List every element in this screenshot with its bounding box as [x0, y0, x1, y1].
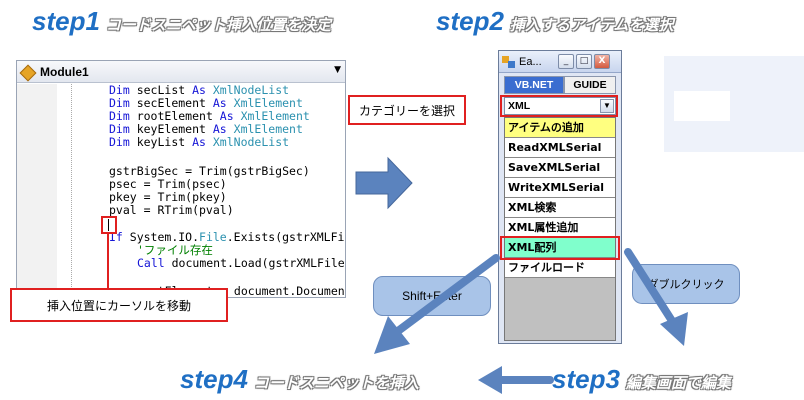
- step2-heading: step2 挿入するアイテムを選択: [436, 6, 673, 37]
- code-line: pkey = Trim(pkey): [109, 190, 227, 204]
- code-line: If System.IO.File.Exists(gstrXMLFil: [109, 230, 346, 244]
- module-selector-bar[interactable]: Module1 ▼: [17, 61, 345, 83]
- code-editor[interactable]: Module1 ▼ Dim secList As XmlNodeList Dim…: [16, 60, 346, 298]
- step1-heading: step1 コードスニペット挿入位置を決定: [32, 6, 331, 37]
- insert-arrow-icon: [374, 254, 500, 354]
- code-line: psec = Trim(psec): [109, 177, 227, 191]
- list-item[interactable]: WriteXMLSerial: [505, 178, 615, 198]
- edit-arrow-icon: [624, 248, 688, 346]
- code-comment: 'ファイル存在: [137, 243, 213, 257]
- insert-position-callout: 挿入位置にカーソルを移動: [10, 288, 228, 322]
- module-name: Module1: [40, 64, 89, 79]
- snippet-item-list[interactable]: アイテムの追加 ReadXMLSerial SaveXMLSerial Writ…: [504, 117, 616, 341]
- snippet-tool-window[interactable]: Ea... _ □ X VB.NET GUIDE XML ▼ アイテムの追加 R…: [498, 50, 622, 344]
- background-panel-inset: [674, 91, 730, 121]
- insert-position-label: 挿入位置にカーソルを移動: [46, 298, 191, 313]
- category-highlight-box: [500, 95, 618, 117]
- minimize-button[interactable]: _: [558, 54, 574, 69]
- tab-vbnet[interactable]: VB.NET: [504, 76, 564, 94]
- step4-number: step4: [180, 364, 248, 394]
- list-item-selected[interactable]: XML配列: [505, 238, 615, 258]
- maximize-button[interactable]: □: [576, 54, 592, 69]
- code-line: Dim keyElement As XmlElement: [109, 122, 303, 136]
- list-item[interactable]: SaveXMLSerial: [505, 158, 615, 178]
- cursor-highlight-box: [101, 216, 117, 234]
- tool-title: Ea...: [519, 55, 542, 68]
- code-line: Dim secList As XmlNodeList: [109, 83, 290, 97]
- list-item[interactable]: ファイルロード: [505, 258, 615, 278]
- category-select[interactable]: XML ▼: [504, 97, 616, 115]
- close-button[interactable]: X: [594, 54, 610, 69]
- chevron-down-icon[interactable]: ▼: [334, 65, 341, 75]
- step4-description: コードスニペットを挿入: [253, 374, 419, 392]
- category-value: XML: [508, 100, 531, 112]
- select-category-label: カテゴリーを選択: [358, 103, 455, 118]
- select-category-callout: カテゴリーを選択: [348, 95, 466, 125]
- step4-heading: step4 コードスニペットを挿入: [180, 364, 419, 395]
- code-line: Call document.Load(gstrXMLFileN: [137, 256, 346, 270]
- code-line: Dim keyList As XmlNodeList: [109, 135, 290, 149]
- step2-number: step2: [436, 6, 504, 36]
- step3-number: step3: [552, 364, 620, 394]
- step3-heading: step3 編集画面で編集: [552, 364, 731, 395]
- double-click-label: ダブルクリック: [647, 278, 725, 291]
- tab-guide[interactable]: GUIDE: [564, 76, 616, 94]
- list-item[interactable]: XML検索: [505, 198, 615, 218]
- step3-to-step4-arrow-icon: [478, 366, 554, 394]
- pointer-line: [107, 234, 109, 290]
- text-cursor: [108, 219, 109, 231]
- list-item[interactable]: アイテムの追加: [505, 118, 615, 138]
- code-line: Dim rootElement As XmlElement: [109, 109, 310, 123]
- step3-description: 編集画面で編集: [625, 374, 731, 392]
- module-icon: [21, 65, 37, 79]
- next-step-arrow-icon: [355, 156, 413, 210]
- step1-description: コードスニペット挿入位置を決定: [105, 16, 331, 34]
- app-icon: [502, 55, 516, 68]
- code-line: Dim secElement As XmlElement: [109, 96, 303, 110]
- language-tabs: VB.NET GUIDE: [504, 76, 616, 94]
- step2-description: 挿入するアイテムを選択: [509, 16, 674, 34]
- step1-number: step1: [32, 6, 100, 36]
- item-highlight-box: [500, 236, 620, 260]
- list-item[interactable]: ReadXMLSerial: [505, 138, 615, 158]
- code-line: pval = RTrim(pval): [109, 203, 234, 217]
- outline-guide: [71, 84, 72, 297]
- list-item[interactable]: XML属性追加: [505, 218, 615, 238]
- code-line: gstrBigSec = Trim(gstrBigSec): [109, 164, 310, 178]
- code-area[interactable]: [17, 84, 345, 297]
- chevron-down-icon[interactable]: ▼: [600, 99, 614, 113]
